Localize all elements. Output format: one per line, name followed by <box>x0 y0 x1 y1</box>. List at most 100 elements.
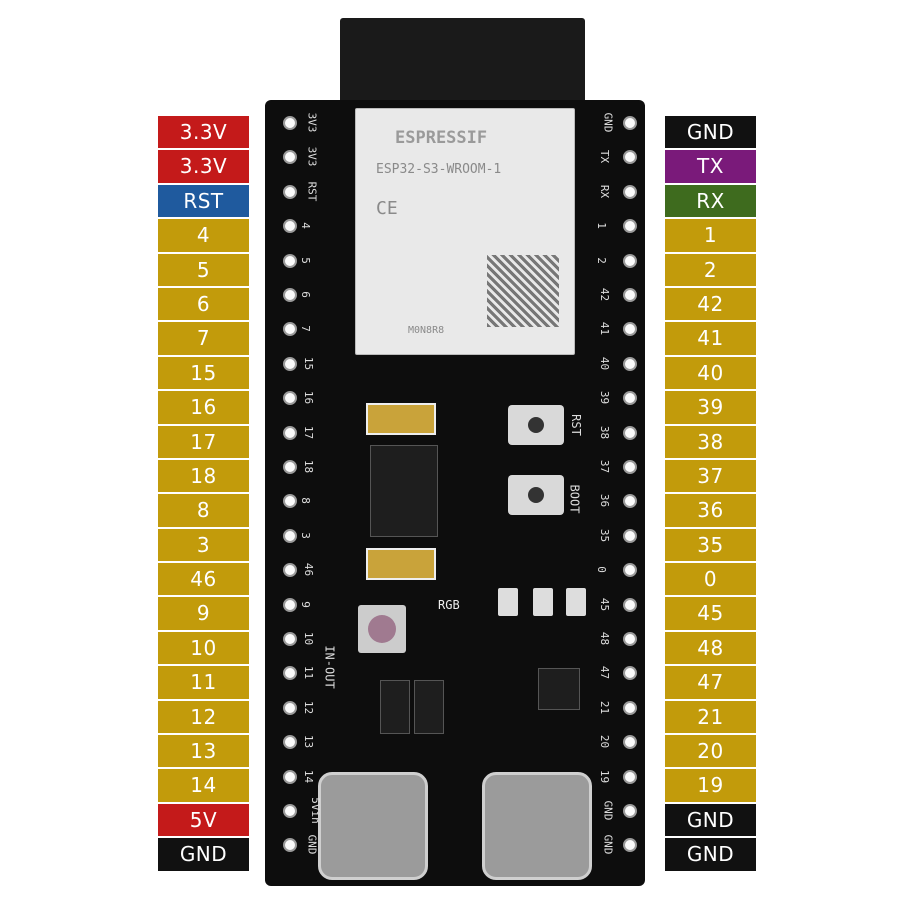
header-pin-hole <box>283 597 297 612</box>
pin-label: 3.3V <box>157 149 250 184</box>
pin-label: 37 <box>664 458 757 494</box>
pin-label: RST <box>157 183 250 219</box>
header-pin-hole <box>623 184 637 199</box>
header-pin-hole <box>283 356 297 371</box>
header-pin-hole <box>623 597 637 612</box>
pin-label: 17 <box>157 424 250 459</box>
header-pin-hole <box>623 769 637 784</box>
pin-label: 12 <box>157 699 250 735</box>
header-pin-hole <box>283 184 297 199</box>
pin-silkscreen: 37 <box>598 459 612 474</box>
pin-label: 1 <box>664 218 757 253</box>
header-pin-hole <box>623 150 637 165</box>
header-pin-hole <box>283 632 297 646</box>
in-out-silk: IN-OUT <box>322 645 337 689</box>
pin-label: GND <box>664 837 757 872</box>
header-pin-hole <box>623 322 637 337</box>
pin-label: 9 <box>157 596 250 631</box>
usb-c-port-1[interactable] <box>318 772 428 880</box>
qr-code <box>487 255 559 327</box>
tantalum-capacitor <box>366 403 436 435</box>
header-pin-hole <box>283 150 297 165</box>
pin-label: 0 <box>664 562 757 597</box>
pin-silkscreen: 39 <box>598 391 612 405</box>
header-pin-hole <box>623 563 637 578</box>
pin-label: 5 <box>157 252 250 287</box>
pin-silkscreen: 46 <box>302 563 316 577</box>
pin-label: 45 <box>664 596 757 631</box>
pin-silkscreen: 0 <box>594 566 608 573</box>
header-pin-hole <box>283 253 297 268</box>
pin-silkscreen: 9 <box>298 600 312 608</box>
rgb-silk: RGB <box>438 598 460 612</box>
header-pin-hole <box>283 735 297 750</box>
usb-c-port-2[interactable] <box>482 772 592 880</box>
header-pin-hole <box>283 116 297 130</box>
pin-silkscreen: 3V3 <box>305 112 319 133</box>
boot-button[interactable] <box>508 475 564 515</box>
pin-silkscreen: 42 <box>598 287 612 302</box>
usb-uart-chip <box>538 668 580 710</box>
header-pin-hole <box>623 356 637 371</box>
pin-label: 15 <box>157 355 250 391</box>
rgb-led <box>358 605 406 653</box>
pin-silkscreen: GND <box>305 834 319 855</box>
pin-label: 11 <box>157 665 250 700</box>
pin-silkscreen: 11 <box>302 666 316 680</box>
pin-label: 35 <box>664 527 757 563</box>
pin-label: 36 <box>664 493 757 528</box>
pin-silkscreen: 10 <box>302 631 316 646</box>
header-pin-hole <box>623 700 637 715</box>
pin-label: GND <box>664 802 757 838</box>
header-pin-hole <box>283 700 297 715</box>
pin-label: 4 <box>157 218 250 253</box>
pin-label: 13 <box>157 734 250 769</box>
pin-silkscreen: 48 <box>598 631 612 646</box>
pin-silkscreen: 4 <box>298 222 312 229</box>
pin-silkscreen: 7 <box>298 325 312 333</box>
header-pin-hole <box>623 494 637 509</box>
voltage-regulator <box>370 445 438 537</box>
pin-silkscreen: GND <box>601 834 615 855</box>
header-pin-hole <box>283 563 297 578</box>
pin-silkscreen: 15 <box>302 356 316 370</box>
pin-silkscreen: 8 <box>298 497 312 505</box>
rst-button[interactable] <box>508 405 564 445</box>
pin-silkscreen: 20 <box>598 735 612 749</box>
header-pin-hole <box>623 253 637 268</box>
pin-label: 16 <box>157 390 250 425</box>
pin-silkscreen: TX <box>598 150 612 164</box>
header-pin-hole <box>623 116 637 130</box>
module-model: ESP32-S3-WROOM-1 <box>376 162 502 177</box>
header-pin-hole <box>283 804 297 818</box>
pin-silkscreen: 36 <box>598 494 612 508</box>
module-brand: ESPRESSIF <box>395 128 488 148</box>
pin-silkscreen: 3V3 <box>305 146 319 167</box>
header-pin-hole <box>283 460 297 474</box>
header-pin-hole <box>623 425 637 440</box>
antenna-area <box>340 18 585 110</box>
rst-silk: RST <box>568 414 583 436</box>
pin-label: 48 <box>664 630 757 666</box>
pin-silkscreen: 5Vin <box>308 797 322 824</box>
header-pin-hole <box>283 322 297 337</box>
pin-label: 14 <box>157 768 250 803</box>
pin-silkscreen: 2 <box>594 256 608 264</box>
pin-silkscreen: 16 <box>302 391 316 405</box>
pin-silkscreen: RX <box>598 184 612 198</box>
header-pin-hole <box>283 769 297 784</box>
status-led-2 <box>533 588 553 616</box>
header-pin-hole <box>623 219 637 234</box>
pin-label: 39 <box>664 390 757 425</box>
pin-silkscreen: GND <box>601 800 615 821</box>
pin-label: 5V <box>157 802 250 838</box>
pin-silkscreen: 12 <box>302 700 316 714</box>
pin-label: 47 <box>664 665 757 700</box>
module-code: M0N8R8 <box>408 325 445 336</box>
ce-mark: CE <box>376 198 398 219</box>
pin-label: 20 <box>664 734 757 769</box>
pin-silkscreen: 13 <box>302 735 316 749</box>
header-pin-hole <box>623 460 637 474</box>
pin-label: 6 <box>157 286 250 322</box>
status-led-3 <box>566 588 586 616</box>
